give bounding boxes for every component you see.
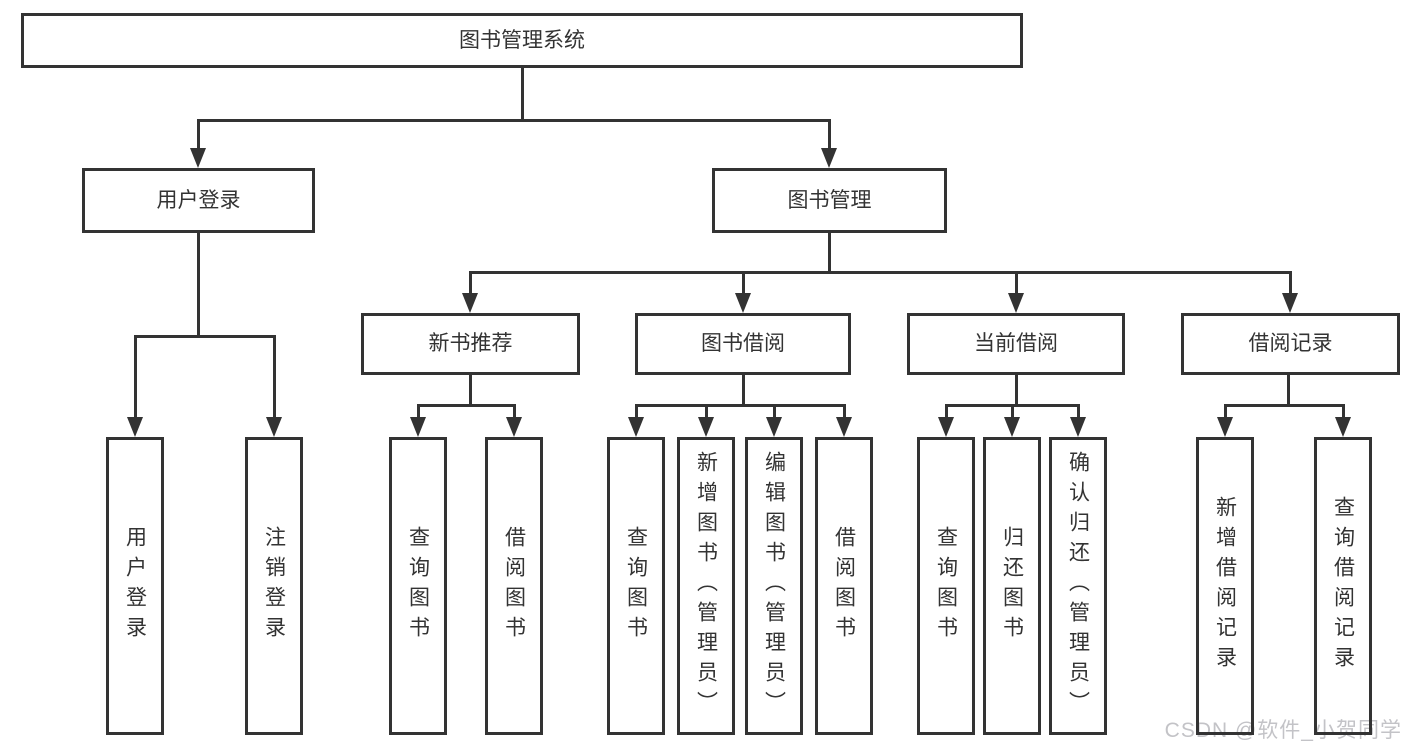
connector-vline — [634, 405, 638, 419]
arrow-down-icon — [1004, 417, 1020, 437]
connector-vline — [741, 272, 745, 295]
csdn-watermark: CSDN @软件_小贺同学 — [1164, 719, 1402, 742]
connector-hline — [416, 403, 516, 407]
connector-vline — [133, 336, 137, 419]
connector-hline — [133, 334, 276, 338]
connector-vline — [741, 375, 745, 405]
arrow-down-icon — [821, 148, 837, 168]
node-leaf-borrow-books-1: 借阅图书 — [485, 437, 543, 735]
connector-hline — [634, 403, 846, 407]
arrow-down-icon — [1008, 293, 1024, 313]
connector-vline — [468, 272, 472, 295]
connector-vline — [1286, 375, 1290, 405]
connector-vline — [520, 68, 524, 120]
connector-vline — [944, 405, 948, 419]
node-leaf-query-books-2: 查询图书 — [607, 437, 665, 735]
connector-vline — [1288, 272, 1292, 295]
node-leaf-confirm-return-admin: 确认归还（管理员） — [1049, 437, 1107, 735]
node-leaf-logout: 注销登录 — [245, 437, 303, 735]
node-leaf-query-books-1: 查询图书 — [389, 437, 447, 735]
node-leaf-query-books-3: 查询图书 — [917, 437, 975, 735]
connector-vline — [1014, 272, 1018, 295]
node-new-book-recommendation: 新书推荐 — [361, 313, 580, 375]
arrow-down-icon — [766, 417, 782, 437]
connector-vline — [842, 405, 846, 419]
node-user-login: 用户登录 — [82, 168, 315, 233]
arrow-down-icon — [938, 417, 954, 437]
arrow-down-icon — [266, 417, 282, 437]
arrow-down-icon — [628, 417, 644, 437]
connector-hline — [196, 118, 831, 122]
connector-vline — [1076, 405, 1080, 419]
connector-vline — [1223, 405, 1227, 419]
arrow-down-icon — [735, 293, 751, 313]
connector-vline — [272, 336, 276, 419]
connector-vline — [827, 120, 831, 150]
arrow-down-icon — [190, 148, 206, 168]
connector-vline — [1010, 405, 1014, 419]
arrow-down-icon — [462, 293, 478, 313]
connector-vline — [827, 233, 831, 272]
node-leaf-add-book-admin: 新增图书（管理员） — [677, 437, 735, 735]
node-book-management: 图书管理 — [712, 168, 947, 233]
connector-vline — [196, 233, 200, 336]
connector-hline — [468, 270, 1292, 274]
node-book-borrowing: 图书借阅 — [635, 313, 851, 375]
node-leaf-query-borrow-record: 查询借阅记录 — [1314, 437, 1372, 735]
arrow-down-icon — [1282, 293, 1298, 313]
connector-vline — [512, 405, 516, 419]
arrow-down-icon — [836, 417, 852, 437]
connector-vline — [772, 405, 776, 419]
connector-vline — [416, 405, 420, 419]
connector-vline — [196, 120, 200, 150]
connector-hline — [1223, 403, 1345, 407]
connector-hline — [944, 403, 1080, 407]
connector-vline — [1341, 405, 1345, 419]
node-current-borrowing: 当前借阅 — [907, 313, 1125, 375]
node-leaf-return-book: 归还图书 — [983, 437, 1041, 735]
node-borrowing-records: 借阅记录 — [1181, 313, 1400, 375]
connector-vline — [1014, 375, 1018, 405]
arrow-down-icon — [410, 417, 426, 437]
arrow-down-icon — [1335, 417, 1351, 437]
node-leaf-borrow-books-2: 借阅图书 — [815, 437, 873, 735]
arrow-down-icon — [127, 417, 143, 437]
connector-vline — [704, 405, 708, 419]
node-leaf-user-login: 用户登录 — [106, 437, 164, 735]
arrow-down-icon — [1217, 417, 1233, 437]
connector-vline — [468, 375, 472, 405]
node-leaf-add-borrow-record: 新增借阅记录 — [1196, 437, 1254, 735]
arrow-down-icon — [506, 417, 522, 437]
arrow-down-icon — [1070, 417, 1086, 437]
node-leaf-edit-book-admin: 编辑图书（管理员） — [745, 437, 803, 735]
arrow-down-icon — [698, 417, 714, 437]
node-library-management-system: 图书管理系统 — [21, 13, 1023, 68]
